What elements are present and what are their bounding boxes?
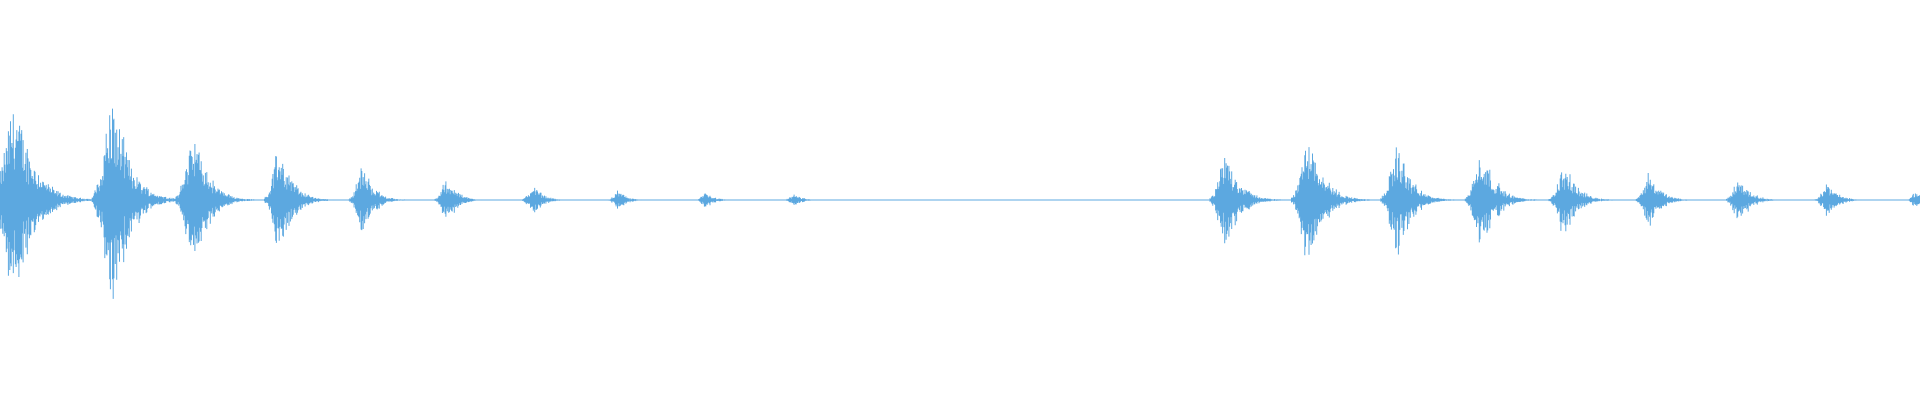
waveform-burst-path bbox=[1464, 160, 1544, 243]
waveform-burst bbox=[1464, 160, 1544, 243]
waveform-burst bbox=[785, 194, 817, 205]
waveform-burst bbox=[1635, 173, 1690, 226]
waveform-burst-path bbox=[348, 168, 407, 231]
waveform-burst-path bbox=[434, 181, 483, 217]
waveform-burst bbox=[696, 193, 729, 207]
waveform-burst bbox=[348, 168, 407, 231]
waveform-burst-path bbox=[1548, 172, 1616, 232]
waveform-bursts bbox=[0, 108, 1920, 299]
waveform-burst bbox=[1725, 182, 1780, 219]
waveform-burst-path bbox=[1635, 173, 1690, 226]
waveform-burst-path bbox=[696, 193, 729, 207]
waveform-burst bbox=[1291, 147, 1378, 256]
waveform-burst-path bbox=[264, 156, 336, 243]
waveform-burst bbox=[1907, 193, 1920, 206]
waveform-burst bbox=[522, 187, 564, 213]
waveform-burst-path bbox=[1380, 147, 1460, 255]
waveform-burst-path bbox=[607, 190, 643, 209]
waveform-burst-path bbox=[1907, 193, 1920, 206]
waveform-burst-path bbox=[1209, 158, 1286, 244]
waveform-burst bbox=[1209, 158, 1286, 244]
waveform-burst-path bbox=[785, 194, 817, 205]
waveform-burst-path bbox=[522, 187, 564, 213]
waveform-burst-path bbox=[1291, 147, 1378, 256]
waveform-burst bbox=[1814, 184, 1862, 216]
waveform-burst bbox=[175, 144, 262, 251]
waveform-burst bbox=[434, 181, 483, 217]
waveform-burst-path bbox=[0, 114, 109, 277]
waveform-burst bbox=[607, 190, 643, 209]
waveform-burst-path bbox=[175, 144, 262, 251]
waveform-burst bbox=[0, 114, 109, 277]
waveform-burst bbox=[264, 156, 336, 243]
waveform-burst-path bbox=[1814, 184, 1862, 216]
waveform-burst bbox=[1548, 172, 1616, 232]
waveform-burst bbox=[1380, 147, 1460, 255]
waveform-burst-path bbox=[1725, 182, 1780, 219]
